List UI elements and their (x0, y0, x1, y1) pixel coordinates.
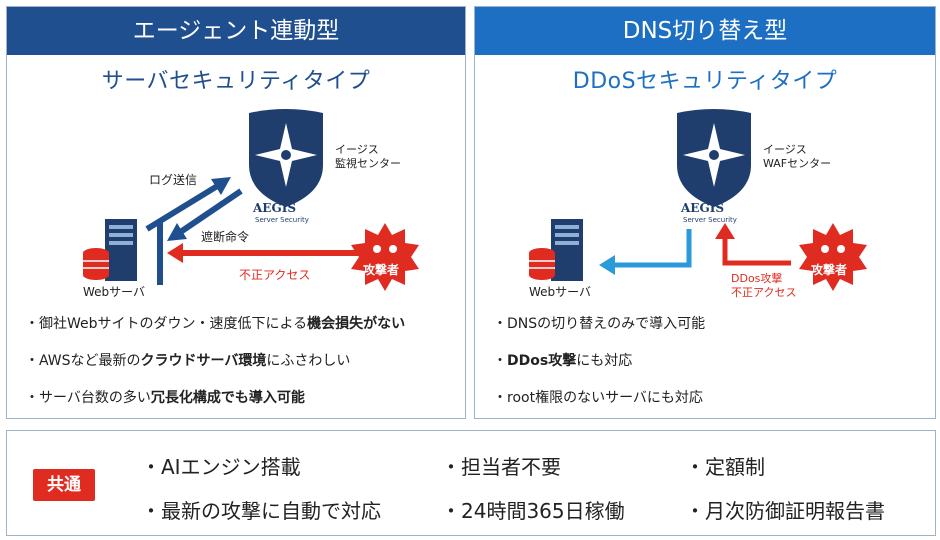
common-item: ・月次防御証明報告書 (685, 499, 885, 523)
block-command-label: 遮断命令 (201, 230, 250, 244)
agent-bar (157, 223, 163, 285)
aegis-logo-text: AEGIS (681, 201, 724, 215)
attacker-label: 攻撃者 (363, 263, 400, 277)
feature-bullet: ・DNSの切り替えのみで導入可能 (493, 316, 706, 332)
feature-bullet: ・AWSなど最新のクラウドサーバ環境にふさわしい (25, 353, 351, 369)
aegis-shield-icon (249, 109, 323, 207)
web-server-label: Webサーバ (529, 285, 592, 299)
web-server-label: Webサーバ (83, 285, 146, 299)
agent-panel-header: エージェント連動型 (7, 7, 465, 55)
attacker-icon (799, 223, 867, 291)
dns-panel-header: DNS切り替え型 (475, 7, 935, 55)
ddos-arrow (715, 223, 791, 266)
illegal-access-label: 不正アクセス (239, 268, 311, 282)
common-item: ・24時間365日稼働 (441, 499, 625, 523)
common-item: ・担当者不要 (441, 455, 561, 479)
feature-bullet: ・DDos攻撃にも対応 (493, 353, 633, 369)
server-icon (83, 219, 137, 281)
monitor-center-label: イージス 監視センター (335, 143, 401, 170)
server-icon (529, 219, 583, 281)
aegis-shield-icon (677, 109, 751, 207)
aegis-logo-text: AEGIS (253, 201, 296, 215)
dns-panel: DNS切り替え型 DDoSセキュリティタイプ AEGIS Server Secu… (474, 6, 936, 419)
common-item: ・最新の攻撃に自動で対応 (141, 499, 381, 523)
common-features: 共通 ・AIエンジン搭載 ・担当者不要 ・定額制 ・最新の攻撃に自動で対応 ・2… (6, 430, 936, 536)
agent-feature-list: ・御社Webサイトのダウン・速度低下による機会損失がない・AWSなど最新のクラウ… (25, 315, 405, 426)
feature-bullet: ・root権限のないサーバにも対応 (493, 390, 703, 406)
clean-traffic-arrow (599, 229, 692, 275)
waf-center-label: イージス WAFセンター (763, 143, 832, 170)
attacker-label: 攻撃者 (811, 263, 848, 277)
log-block-arrows (145, 177, 243, 241)
feature-bullet: ・御社Webサイトのダウン・速度低下による機会損失がない (25, 316, 406, 332)
aegis-logo-sub: Server Security (683, 216, 737, 224)
common-item: ・AIエンジン搭載 (141, 455, 301, 479)
feature-bullet: ・サーバ台数の多い冗長化構成でも導入可能 (25, 390, 305, 406)
log-send-label: ログ送信 (149, 173, 198, 187)
illegal-access-arrow (167, 243, 363, 263)
common-item: ・定額制 (685, 455, 765, 479)
agent-panel: エージェント連動型 サーバセキュリティタイプ AEGIS Server Secu… (6, 6, 466, 419)
attacker-icon (351, 223, 419, 291)
dns-feature-list: ・DNSの切り替えのみで導入可能・DDos攻撃にも対応・root権限のないサーバ… (493, 315, 705, 426)
dns-panel-subtitle: DDoSセキュリティタイプ (572, 69, 838, 94)
ddos-label: DDos攻撃 不正アクセス (731, 272, 797, 299)
agent-panel-subtitle: サーバセキュリティタイプ (101, 69, 371, 94)
aegis-logo-sub: Server Security (255, 216, 309, 224)
common-badge: 共通 (33, 469, 95, 501)
